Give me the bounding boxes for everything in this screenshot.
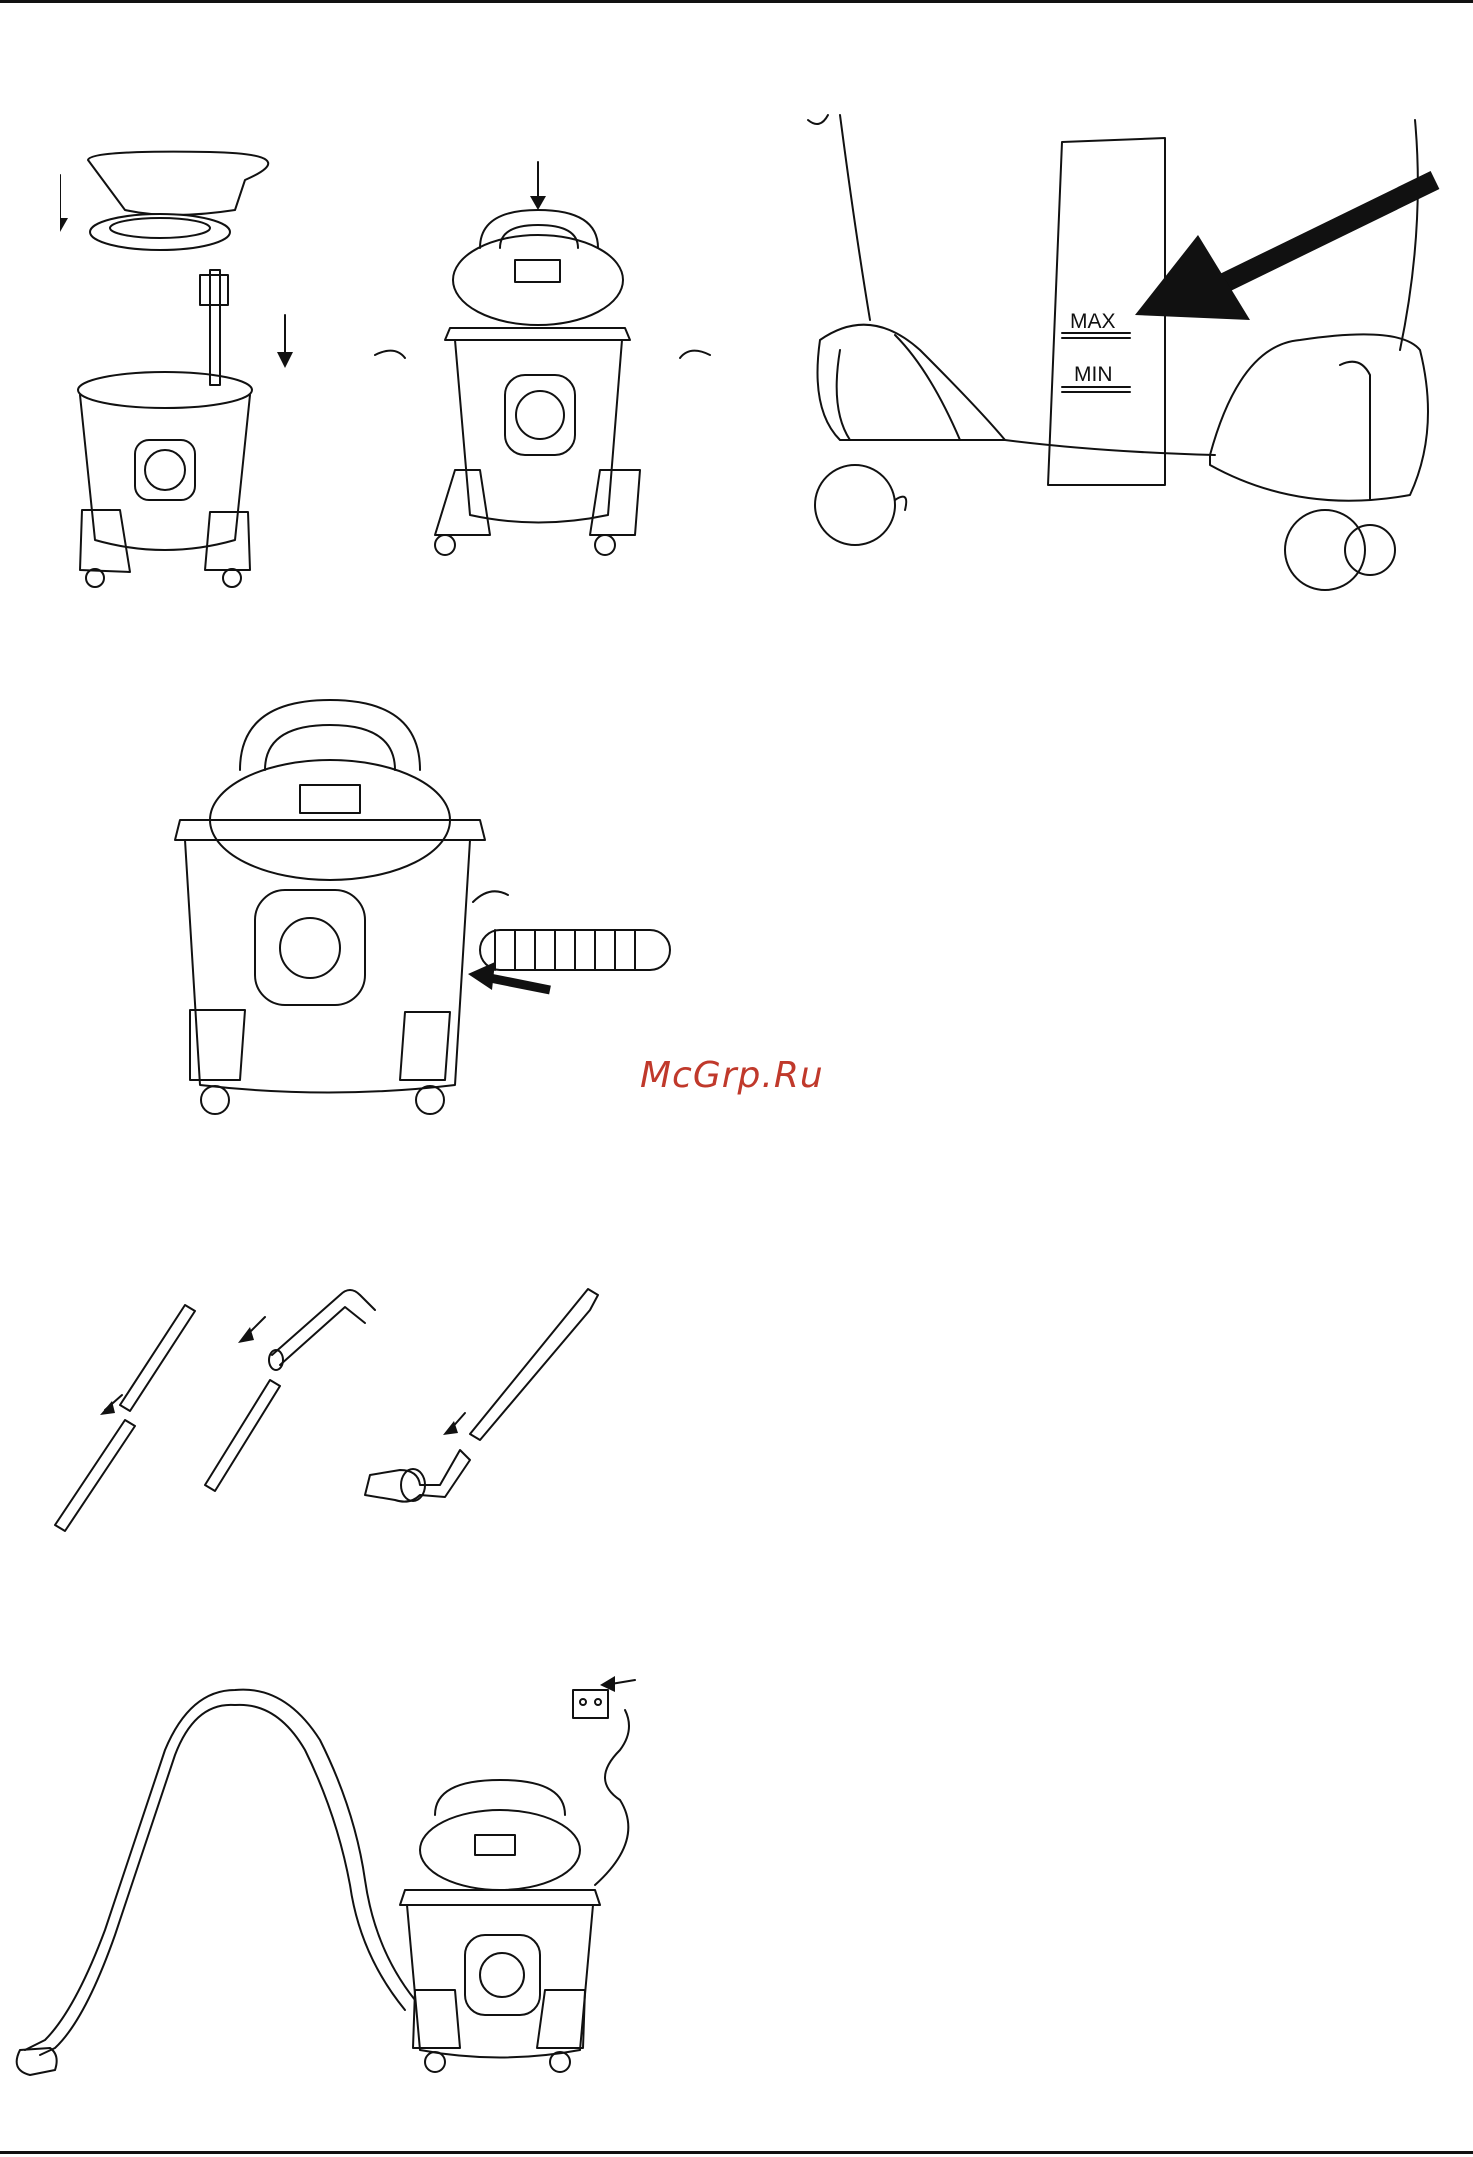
- hose-attach-illustration: [150, 690, 700, 1135]
- watermark: McGrp.Ru: [640, 1055, 824, 1096]
- bottom-rule: [0, 2151, 1473, 2154]
- min-level-label: MIN: [1074, 363, 1113, 386]
- ready-to-use-illustration: [15, 1670, 660, 2080]
- filter-assembly-illustration: [60, 140, 720, 600]
- top-rule: [0, 0, 1473, 3]
- tube-assembly-illustration: [40, 1285, 700, 1545]
- max-level-label: MAX: [1070, 310, 1116, 333]
- tank-level-illustration: MAX MIN: [800, 110, 1440, 640]
